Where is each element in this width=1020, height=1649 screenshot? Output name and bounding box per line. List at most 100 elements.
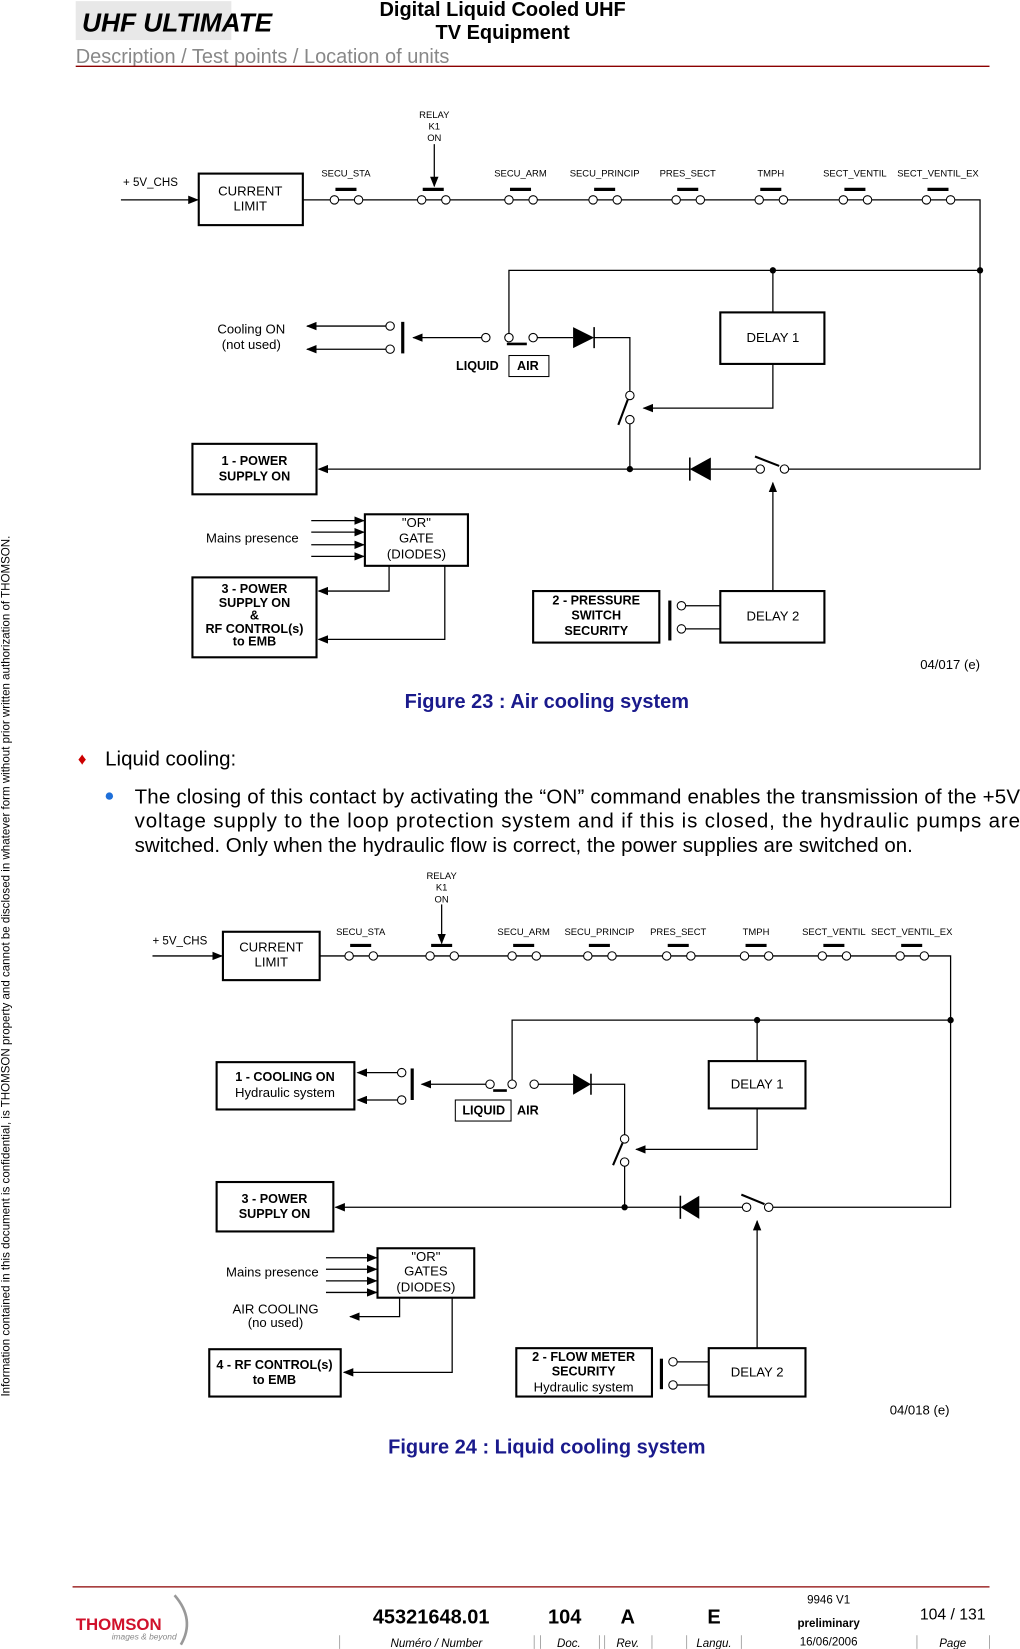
thomson-logo: THOMSON images & beyond bbox=[76, 1594, 189, 1646]
or-gates-box bbox=[376, 1247, 476, 1299]
contact-label: SECT_VENTIL bbox=[823, 169, 887, 180]
power-supply-3-label: SUPPLY ON bbox=[239, 1207, 310, 1221]
delay1-control-wire bbox=[642, 363, 774, 413]
current-limit-label: LIMIT bbox=[233, 198, 267, 213]
footer-label: Rev. bbox=[616, 1638, 639, 1649]
contact-pres_sect: PRES_SECT bbox=[650, 927, 707, 961]
footer-label: Doc. bbox=[557, 1638, 581, 1649]
flow-meter-label: Hydraulic system bbox=[534, 1379, 634, 1394]
contact-label: SECU_PRINCIP bbox=[564, 927, 634, 938]
or-gates-label: "OR" bbox=[411, 1249, 440, 1264]
contact-label: SECU_ARM bbox=[494, 169, 547, 180]
junction-dot bbox=[976, 267, 984, 274]
rf-control-label: to EMB bbox=[253, 1373, 296, 1387]
switch-contact bbox=[481, 332, 491, 343]
liquid-label: LIQUID bbox=[456, 359, 499, 373]
contact-label: TMPH bbox=[757, 169, 784, 180]
rf-control-box bbox=[208, 1348, 342, 1398]
wire bbox=[594, 337, 631, 392]
contact-label: SECU_STA bbox=[336, 927, 386, 938]
page-number: 104 / 131 bbox=[920, 1606, 986, 1623]
contact-label: SECU_PRINCIP bbox=[570, 169, 640, 180]
contact-sect_ventil: SECT_VENTIL bbox=[802, 927, 866, 961]
contact-label: SECU_ARM bbox=[497, 927, 550, 938]
switch-contact bbox=[528, 332, 538, 343]
contact-tmph: TMPH bbox=[754, 169, 789, 205]
cooling-on-box bbox=[215, 1061, 356, 1111]
section-heading: Liquid cooling: bbox=[105, 748, 236, 771]
pressure-switch-box bbox=[532, 590, 661, 644]
power-supply-3-label: 3 - POWER bbox=[222, 582, 288, 596]
figure-ref: 04/018 (e) bbox=[890, 1402, 950, 1417]
rf-control-label: 4 - RF CONTROL(s) bbox=[216, 1358, 332, 1372]
svg-text:UHF ULTIMATE: UHF ULTIMATE bbox=[82, 8, 274, 38]
air-cooling-label: AIR COOLING bbox=[232, 1301, 318, 1316]
main-loop-wire bbox=[319, 955, 952, 1208]
liquid-selected-box bbox=[454, 1099, 512, 1122]
revision: A bbox=[621, 1607, 635, 1629]
paragraph-line: voltage supply to the loop protection sy… bbox=[135, 810, 1020, 833]
contact-label: PRES_SECT bbox=[650, 927, 706, 938]
cooling-on-label: Hydraulic system bbox=[235, 1085, 335, 1100]
power-supply-1-label: 1 - POWER bbox=[222, 454, 288, 468]
section-title: Description / Test points / Location of … bbox=[76, 46, 450, 68]
contact-label: SECT_VENTIL bbox=[802, 927, 866, 938]
contact-label: PRES_SECT bbox=[660, 169, 716, 180]
air-selected-box bbox=[508, 354, 550, 378]
figure-24-diagram: + 5V_CHS CURRENT LIMIT RELAY K1 ON SECU_… bbox=[152, 871, 954, 1417]
cooling-on-label: 1 - COOLING ON bbox=[235, 1070, 334, 1084]
current-limit-label: CURRENT bbox=[239, 940, 303, 955]
diode-icon bbox=[573, 1073, 591, 1095]
bus-wire bbox=[511, 1019, 951, 1081]
diamond-bullet-icon: ♦ bbox=[78, 750, 87, 769]
power-supply-3-box bbox=[215, 1180, 335, 1233]
relay-contact bbox=[625, 390, 635, 401]
contact-secu_sta: SECU_STA bbox=[321, 169, 371, 205]
diode-icon bbox=[573, 327, 595, 349]
power-supply-1-label: SUPPLY ON bbox=[219, 470, 290, 484]
contact-label: SECT_VENTIL_EX bbox=[871, 927, 953, 938]
cooling-on-label: Cooling ON bbox=[217, 321, 285, 336]
contact-secu_princip: SECU_PRINCIP bbox=[570, 169, 640, 205]
flow-meter-box bbox=[515, 1347, 654, 1398]
contact-sect_ventil_ex: SECT_VENTIL_EX bbox=[871, 927, 953, 961]
input-label: + 5V_CHS bbox=[123, 177, 178, 189]
doc-title-line2: TV Equipment bbox=[436, 22, 571, 44]
delay1-label: DELAY 1 bbox=[746, 330, 799, 345]
delay2-label: DELAY 2 bbox=[746, 609, 799, 624]
figure-23-caption: Figure 23 : Air cooling system bbox=[405, 691, 689, 713]
switch-blade bbox=[754, 455, 780, 467]
delay2-label: DELAY 2 bbox=[731, 1365, 784, 1380]
ultimate-logo: UHF ULTIMATE bbox=[75, 1, 274, 41]
contact-label: SECU_STA bbox=[321, 169, 371, 180]
paragraph-line: switched. Only when the hydraulic flow i… bbox=[135, 834, 913, 857]
paragraph-line: The closing of this contact by activatin… bbox=[135, 785, 1020, 808]
contact-tmph: TMPH bbox=[739, 927, 774, 961]
doc-title-line1: Digital Liquid Cooled UHF bbox=[380, 0, 626, 21]
delay1-label: DELAY 1 bbox=[731, 1076, 784, 1091]
doc-number: 104 bbox=[548, 1607, 581, 1629]
diode-icon bbox=[680, 1195, 700, 1219]
current-limit-label: LIMIT bbox=[255, 954, 289, 969]
mains-presence-label: Mains presence bbox=[206, 531, 299, 546]
flow-meter-label: SECURITY bbox=[552, 1365, 616, 1379]
junction-dot bbox=[626, 465, 634, 473]
relay-contact bbox=[625, 414, 635, 425]
switch-blade bbox=[617, 399, 629, 426]
contact-sect_ventil_ex: SECT_VENTIL_EX bbox=[897, 169, 979, 205]
power-supply-3-label: to EMB bbox=[233, 635, 276, 649]
current-limit-box bbox=[221, 930, 321, 982]
flow-meter-label: 2 - FLOW METER bbox=[532, 1350, 635, 1364]
power-supply-1-box bbox=[191, 442, 318, 496]
confidentiality-notice: Information contained in this document i… bbox=[0, 536, 12, 1397]
or-gates-label: (DIODES) bbox=[396, 1279, 455, 1294]
footer-label: Numéro / Number bbox=[391, 1638, 484, 1649]
or-gates-label: GATES bbox=[404, 1264, 448, 1279]
air-label: AIR bbox=[517, 359, 539, 373]
figure-24-caption: Figure 24 : Liquid cooling system bbox=[388, 1436, 705, 1458]
contact-secu_sta: SECU_STA bbox=[336, 927, 386, 961]
contact-pres_sect: PRES_SECT bbox=[660, 169, 716, 205]
status: preliminary bbox=[797, 1618, 860, 1630]
contact-label: SECT_VENTIL_EX bbox=[897, 169, 979, 180]
